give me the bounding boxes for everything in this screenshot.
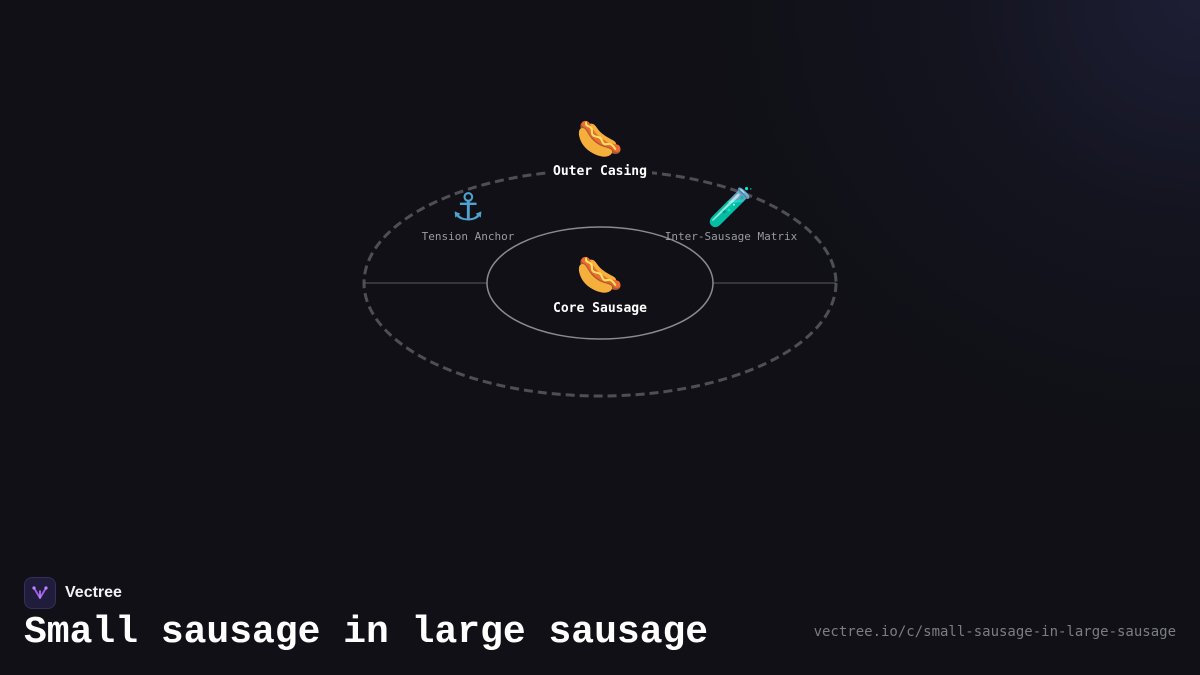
inter-sausage-matrix-relation[interactable]: 🧪 Inter-Sausage Matrix: [665, 185, 798, 243]
vectree-logo-icon: [24, 577, 56, 609]
core-sausage-ellipse: [486, 226, 714, 340]
core-sausage-node[interactable]: 🌭 Core Sausage: [553, 253, 647, 316]
outer-casing-node[interactable]: 🌭 Outer Casing: [548, 117, 652, 181]
brand[interactable]: Vectree: [24, 577, 122, 609]
tension-anchor-label: Tension Anchor: [422, 230, 515, 243]
page-url[interactable]: vectree.io/c/small-sausage-in-large-saus…: [813, 624, 1176, 640]
anchor-icon: ⚓: [451, 185, 485, 229]
hotdog-icon: 🌭: [576, 117, 623, 161]
outer-casing-label-bg: [548, 159, 652, 181]
inter-sausage-matrix-label: Inter-Sausage Matrix: [665, 230, 798, 243]
outer-casing-label: Outer Casing: [553, 164, 647, 179]
page-title: Small sausage in large sausage: [24, 611, 709, 654]
tension-anchor-relation[interactable]: ⚓ Tension Anchor: [422, 185, 515, 243]
brand-name: Vectree: [65, 584, 122, 601]
test-tube-icon: 🧪: [707, 185, 754, 229]
core-sausage-label: Core Sausage: [553, 301, 647, 316]
hotdog-icon: 🌭: [576, 253, 623, 297]
